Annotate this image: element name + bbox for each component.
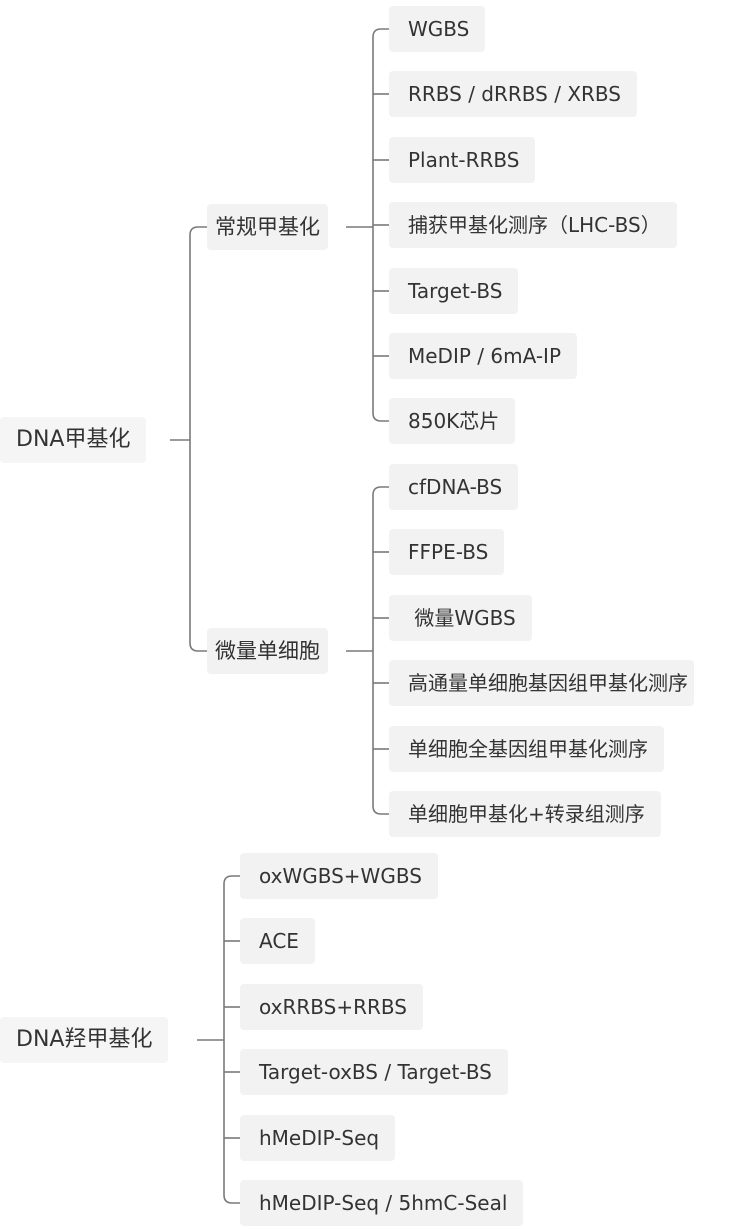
leaf-node-wgbs[interactable]: WGBS xyxy=(389,6,486,52)
root-node-dna-hydroxymethylation[interactable]: DNA羟甲基化 xyxy=(0,1017,169,1063)
leaf-node-target-oxbs[interactable]: Target-oxBS / Target-BS xyxy=(240,1049,508,1095)
leaf-node-ace[interactable]: ACE xyxy=(240,918,315,964)
leaf-node-medip[interactable]: MeDIP / 6mA-IP xyxy=(389,333,577,379)
leaf-node-trace-wgbs[interactable]: 微量WGBS xyxy=(389,595,532,641)
root-node-dna-methylation[interactable]: DNA甲基化 xyxy=(0,417,147,463)
leaf-node-oxwgbs[interactable]: oxWGBS+WGBS xyxy=(240,853,438,899)
leaf-node-cfdna-bs[interactable]: cfDNA-BS xyxy=(389,464,519,510)
leaf-node-single-cell-whole-genome[interactable]: 单细胞全基因组甲基化测序 xyxy=(389,726,664,772)
connector-root-methylation-spine xyxy=(189,226,207,652)
leaf-node-target-bs[interactable]: Target-BS xyxy=(389,268,519,314)
branch-node-trace-single-cell[interactable]: 微量单细胞 xyxy=(207,628,328,674)
leaf-node-oxrrbs[interactable]: oxRRBS+RRBS xyxy=(240,984,423,1030)
leaf-node-ffpe-bs[interactable]: FFPE-BS xyxy=(389,529,505,575)
leaf-node-rrbs[interactable]: RRBS / dRRBS / XRBS xyxy=(389,71,637,117)
leaf-node-hmedip-5hmc-seal[interactable]: hMeDIP-Seq / 5hmC-Seal xyxy=(240,1180,524,1226)
leaf-node-single-cell-methyl-transcriptome[interactable]: 单细胞甲基化+转录组测序 xyxy=(389,791,661,837)
branch-node-conventional-methylation[interactable]: 常规甲基化 xyxy=(207,204,328,250)
leaf-node-850k-chip[interactable]: 850K芯片 xyxy=(389,398,516,444)
leaf-node-hmedip-seq[interactable]: hMeDIP-Seq xyxy=(240,1115,396,1161)
leaf-node-high-throughput-single-cell[interactable]: 高通量单细胞基因组甲基化测序 xyxy=(389,660,694,706)
leaf-node-lhc-bs[interactable]: 捕获甲基化测序（LHC-BS） xyxy=(389,202,677,248)
connector-trace-spine xyxy=(372,486,389,815)
connector-hydroxymethylation-spine xyxy=(223,875,240,1204)
leaf-node-plant-rrbs[interactable]: Plant-RRBS xyxy=(389,137,536,183)
connector-conventional-spine xyxy=(372,28,389,422)
